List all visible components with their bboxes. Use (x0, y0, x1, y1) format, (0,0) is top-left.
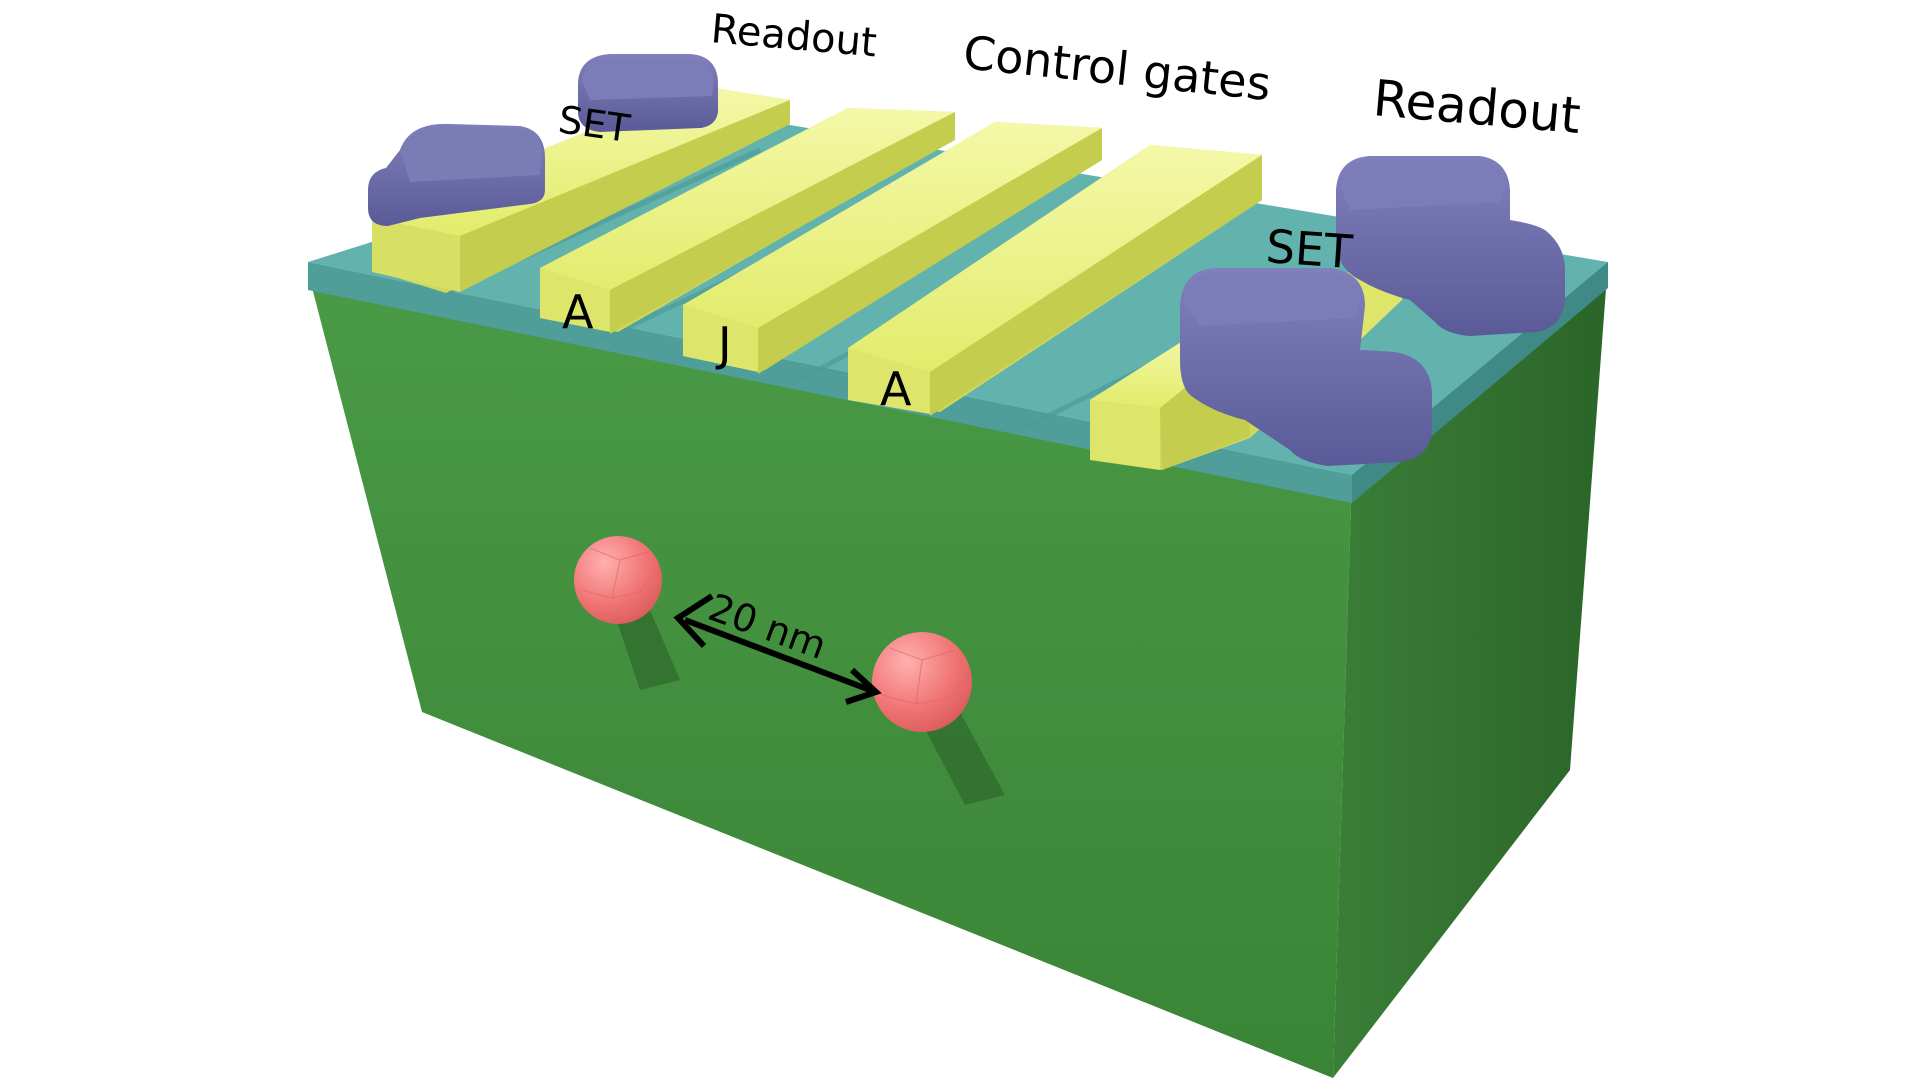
label-control-gates: Control gates (961, 25, 1274, 111)
control-gate-a-right (848, 145, 1262, 416)
label-gate-j: J (715, 317, 732, 371)
donor-atom-right (872, 632, 1005, 805)
substrate-side-face (1333, 262, 1608, 1078)
control-gate-a-left (540, 108, 955, 334)
set-block-right-lower (1180, 268, 1432, 466)
label-set-right: SET (1264, 219, 1355, 279)
label-set-left: SET (556, 97, 634, 151)
label-readout-right: Readout (1371, 69, 1583, 145)
label-gate-a-right: A (880, 362, 912, 416)
set-block-left-upper (578, 54, 718, 132)
distance-arrow (673, 593, 882, 705)
label-readout-left: Readout (709, 6, 878, 66)
control-gate-j (683, 122, 1102, 374)
label-gate-a-left: A (562, 285, 594, 339)
donor-atom-left (574, 536, 680, 690)
set-block-left-lower (368, 123, 545, 226)
set-block-right-upper (1336, 156, 1565, 336)
